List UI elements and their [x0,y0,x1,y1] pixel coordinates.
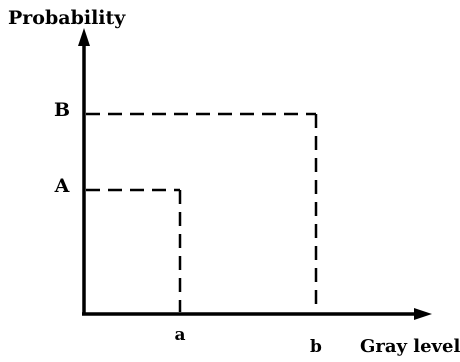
y-axis-arrowhead [78,28,90,46]
x-tick-label-a: a [174,325,185,345]
x-axis-arrowhead [414,308,432,320]
x-axis-label: Gray level [360,336,460,357]
dashed-marks [86,112,318,312]
y-axis-label: Probability [8,7,126,29]
y-tick-label-A: A [54,175,70,197]
x-tick-label-b: b [310,337,322,357]
y-tick-label-B: B [54,99,70,121]
